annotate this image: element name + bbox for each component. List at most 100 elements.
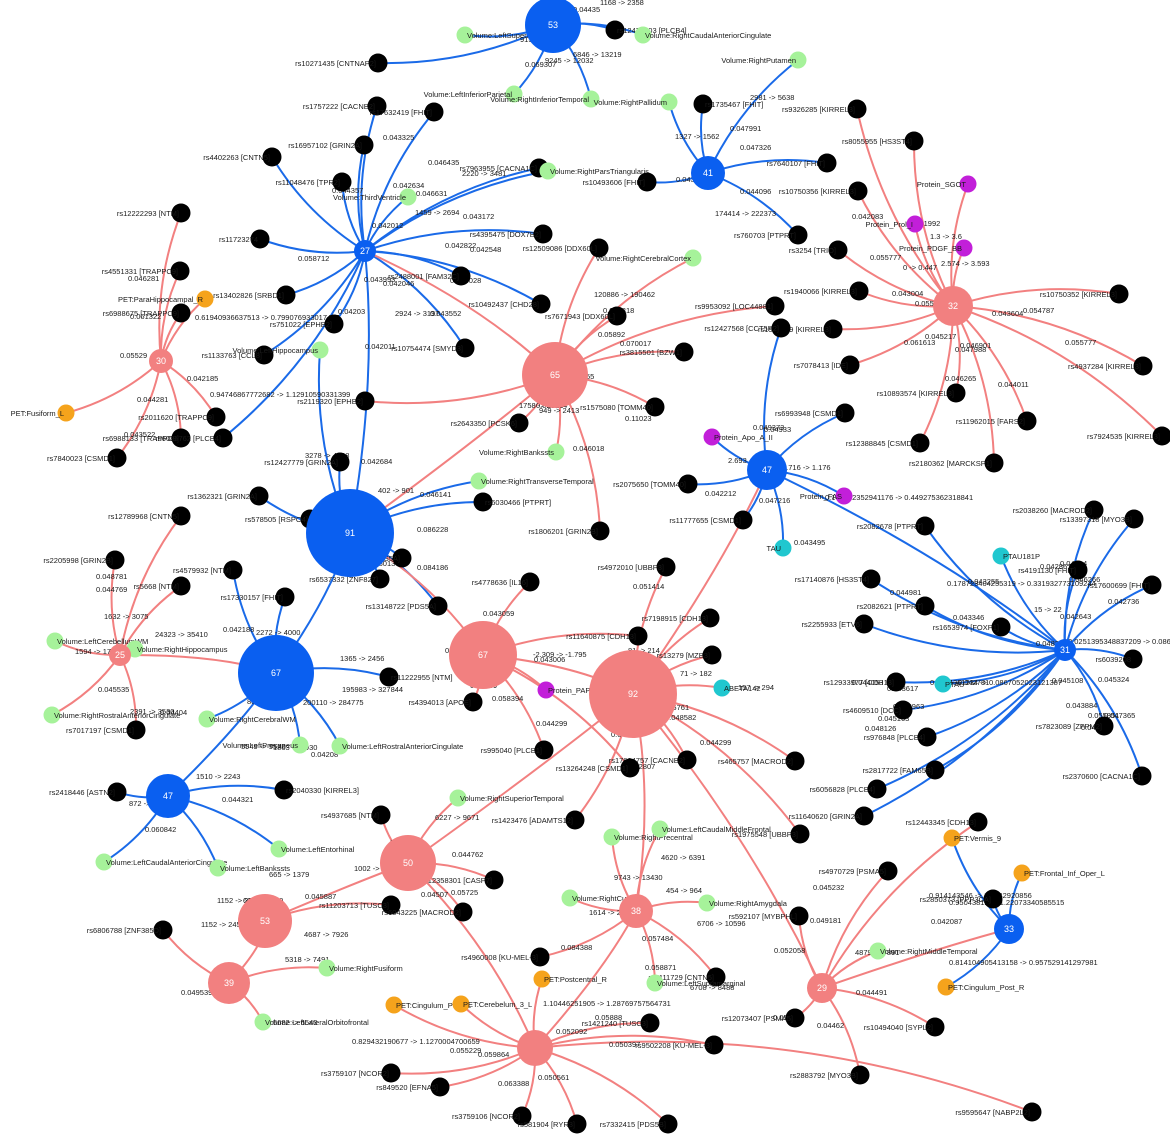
- graph-node[interactable]: rs6537332 [ZNF827]: [309, 569, 390, 589]
- node-marker[interactable]: [713, 679, 731, 697]
- node-marker[interactable]: [878, 861, 898, 881]
- node-marker[interactable]: [646, 974, 664, 992]
- graph-node[interactable]: ABETA142: [713, 679, 761, 697]
- graph-node[interactable]: Protein_PDGF_BB: [899, 239, 973, 257]
- graph-node[interactable]: rs7332415 [PDS5B]: [600, 1114, 678, 1134]
- node-marker[interactable]: [473, 492, 493, 512]
- node-marker[interactable]: [530, 947, 550, 967]
- node-marker[interactable]: [399, 188, 417, 206]
- node-marker[interactable]: [785, 1008, 805, 1028]
- graph-node[interactable]: rs7671943 [DDX60L]: [545, 306, 627, 326]
- hub-node[interactable]: 39: [208, 962, 250, 1004]
- node-marker[interactable]: [848, 181, 868, 201]
- node-marker[interactable]: [886, 672, 906, 692]
- node-marker[interactable]: [430, 1077, 450, 1097]
- graph-node[interactable]: rs12479503 [PLCB4]: [605, 20, 687, 40]
- graph-node[interactable]: rs7924535 [KIRREL3]: [1087, 426, 1170, 446]
- graph-node[interactable]: rs12073407 [PSMA5]: [722, 1008, 805, 1028]
- node-marker[interactable]: [603, 828, 621, 846]
- graph-node[interactable]: rs3254 [TRIO]: [789, 240, 848, 260]
- hub-marker[interactable]: [994, 914, 1024, 944]
- hub-node[interactable]: 30: [149, 349, 173, 373]
- graph-node[interactable]: rs2082621 [PTPRT]: [857, 596, 935, 616]
- graph-node[interactable]: rs12443345 [CDH13]: [906, 812, 988, 832]
- graph-node[interactable]: rs4394013 [APOE]: [408, 692, 483, 712]
- node-marker[interactable]: [424, 102, 444, 122]
- hub-node[interactable]: 67: [238, 635, 314, 711]
- graph-node[interactable]: Volume:LeftPrecuneus: [223, 736, 309, 754]
- node-marker[interactable]: [684, 249, 702, 267]
- node-marker[interactable]: [774, 539, 792, 557]
- node-marker[interactable]: [533, 970, 551, 988]
- node-marker[interactable]: [984, 453, 1004, 473]
- hub-node[interactable]: 91: [306, 489, 394, 577]
- node-marker[interactable]: [262, 147, 282, 167]
- node-marker[interactable]: [660, 93, 678, 111]
- graph-node[interactable]: rs10494040 [SYPL2]: [864, 1017, 945, 1037]
- graph-node[interactable]: rs2119320 [EPHB2]: [297, 391, 375, 411]
- node-marker[interactable]: [733, 510, 753, 530]
- node-marker[interactable]: [991, 617, 1011, 637]
- graph-node[interactable]: rs1133763 [CCL8]: [202, 345, 274, 365]
- node-marker[interactable]: [915, 516, 935, 536]
- graph-node[interactable]: rs465757 [MACROD2]: [718, 751, 805, 771]
- graph-node[interactable]: PET:ParaHippocampal_R: [118, 290, 214, 308]
- graph-node[interactable]: rs11640620 [GRIN2A]: [789, 806, 874, 826]
- graph-node[interactable]: rs4579932 [NTM]: [173, 560, 243, 580]
- graph-node[interactable]: rs7198915 [CDH13]: [642, 608, 720, 628]
- node-marker[interactable]: [311, 341, 329, 359]
- node-marker[interactable]: [915, 596, 935, 616]
- node-marker[interactable]: [534, 740, 554, 760]
- node-marker[interactable]: [789, 906, 809, 926]
- node-marker[interactable]: [605, 20, 625, 40]
- node-marker[interactable]: [531, 294, 551, 314]
- node-marker[interactable]: [828, 240, 848, 260]
- graph-node[interactable]: PTAU181P: [992, 547, 1040, 565]
- node-marker[interactable]: [946, 383, 966, 403]
- hub-node[interactable]: 65: [522, 342, 588, 408]
- node-marker[interactable]: [126, 720, 146, 740]
- hub-node[interactable]: 53: [525, 0, 581, 53]
- node-marker[interactable]: [276, 285, 296, 305]
- node-marker[interactable]: [854, 806, 874, 826]
- graph-node[interactable]: rs1806201 [GRIN2B]: [528, 521, 610, 541]
- node-marker[interactable]: [171, 303, 191, 323]
- node-marker[interactable]: [893, 700, 913, 720]
- graph-node[interactable]: rs2488001 [FAM32C]: [388, 266, 471, 286]
- node-marker[interactable]: [95, 853, 113, 871]
- node-marker[interactable]: [955, 239, 973, 257]
- node-marker[interactable]: [847, 99, 867, 119]
- node-marker[interactable]: [917, 727, 937, 747]
- node-marker[interactable]: [270, 840, 288, 858]
- node-marker[interactable]: [451, 266, 471, 286]
- node-marker[interactable]: [547, 443, 565, 461]
- graph-node[interactable]: rs1757222 [CACNB2]: [303, 96, 387, 116]
- graph-node[interactable]: PET:Cerebelum_3_L: [452, 995, 533, 1013]
- node-marker[interactable]: [983, 889, 1003, 909]
- graph-node[interactable]: PTAU: [934, 675, 965, 693]
- graph-node[interactable]: Volume:RightFusiform: [318, 959, 403, 977]
- hub-node[interactable]: 29: [807, 973, 837, 1003]
- graph-node[interactable]: rs4937685 [NTM]: [321, 805, 391, 825]
- graph-node[interactable]: rs849520 [EFNA5]: [376, 1077, 450, 1097]
- node-marker[interactable]: [505, 85, 523, 103]
- graph-node[interactable]: rs3759107 [NCOR2]: [321, 1063, 401, 1083]
- graph-node[interactable]: Volume:RightParsTriangularis: [539, 162, 650, 180]
- node-marker[interactable]: [381, 895, 401, 915]
- graph-node[interactable]: rs13264248 [CSMD1]: [556, 758, 640, 778]
- node-marker[interactable]: [428, 596, 448, 616]
- hub-marker[interactable]: [691, 156, 725, 190]
- node-marker[interactable]: [392, 548, 412, 568]
- hub-node[interactable]: 41: [691, 156, 725, 190]
- graph-node[interactable]: rs2817722 [FAM65B]: [863, 760, 945, 780]
- node-marker[interactable]: [1084, 500, 1104, 520]
- graph-node[interactable]: rs4395475 [DOX7B2]: [470, 224, 553, 244]
- graph-node[interactable]: rs2205998 [GRIN2B]: [43, 550, 125, 570]
- hub-node[interactable]: 67: [449, 621, 517, 689]
- node-marker[interactable]: [291, 736, 309, 754]
- node-marker[interactable]: [789, 51, 807, 69]
- graph-node[interactable]: rs2075650 [TOMM40]: [613, 474, 698, 494]
- graph-node[interactable]: rs3815501 [BZW1]: [619, 342, 694, 362]
- hub-node[interactable]: 25: [109, 644, 131, 666]
- node-marker[interactable]: [910, 433, 930, 453]
